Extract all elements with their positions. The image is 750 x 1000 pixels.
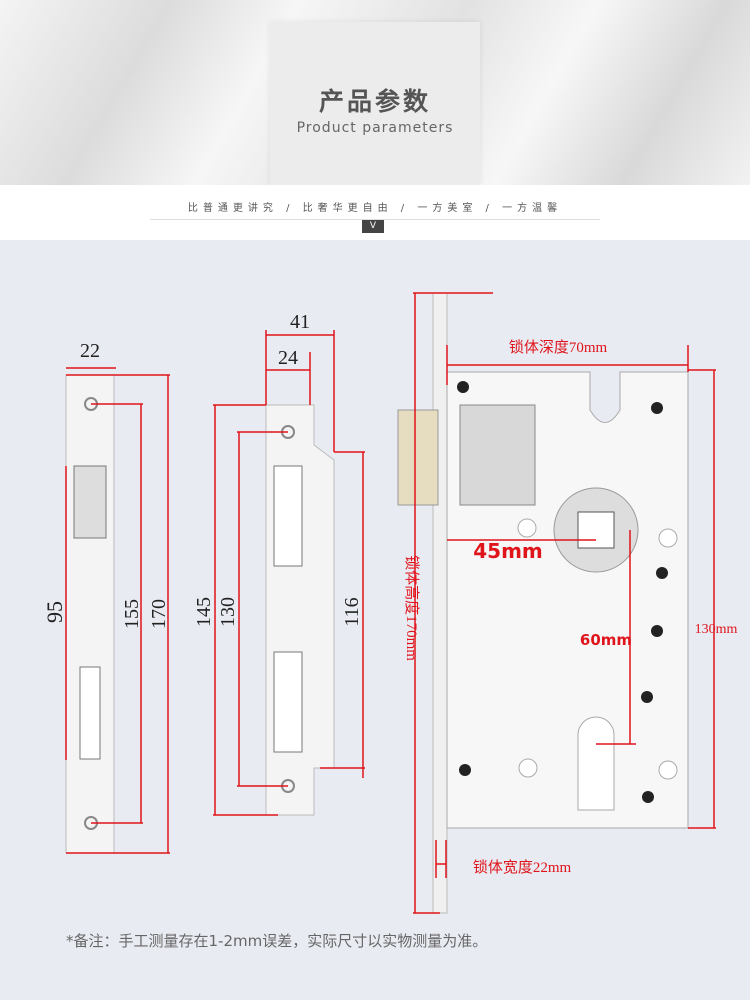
faceplate-dimension-lines bbox=[65, 367, 170, 854]
faceplate bbox=[65, 374, 115, 854]
lock-body bbox=[397, 292, 689, 914]
page-subtitle: Product parameters bbox=[296, 120, 454, 136]
case-height-label: 130mm bbox=[695, 622, 738, 637]
backset-label: 45mm bbox=[473, 539, 543, 563]
faceplate-height-label: 170 bbox=[148, 599, 170, 629]
page-title: 产品参数 bbox=[318, 87, 431, 116]
faceplate-width-label: 22 bbox=[80, 340, 100, 362]
faceplate-inner-label: 95 bbox=[42, 601, 67, 623]
body-height-label: 锁体高度170mm bbox=[403, 555, 420, 661]
expand-toggle[interactable]: V bbox=[362, 220, 384, 233]
body-width-label: 锁体宽度22mm bbox=[473, 859, 572, 876]
strike-inner-label: 116 bbox=[341, 597, 363, 626]
measurement-note: *备注：手工测量存在1-2mm误差，实际尺寸以实物测量为准。 bbox=[66, 932, 488, 950]
strike-width-label: 24 bbox=[278, 347, 298, 369]
body-dimension-lines bbox=[413, 292, 716, 914]
center-distance-label: 60mm bbox=[580, 631, 632, 649]
strike-plate bbox=[265, 404, 335, 816]
strike-hole-gap-label: 130 bbox=[217, 597, 239, 627]
lock-dimension-diagram: 22 95 155 170 41 24 145 130 116 bbox=[42, 292, 738, 914]
strike-height-label: 145 bbox=[193, 597, 215, 627]
strike-dimension-lines bbox=[213, 330, 365, 816]
strike-depth-label: 41 bbox=[290, 311, 310, 333]
faceplate-hole-gap-label: 155 bbox=[121, 599, 143, 629]
divider bbox=[150, 219, 600, 220]
body-depth-label: 锁体深度70mm bbox=[509, 339, 608, 356]
title-panel bbox=[270, 22, 480, 185]
slogan: 比普通更讲究 / 比奢华更自由 / 一方美室 / 一方温馨 bbox=[187, 203, 563, 214]
